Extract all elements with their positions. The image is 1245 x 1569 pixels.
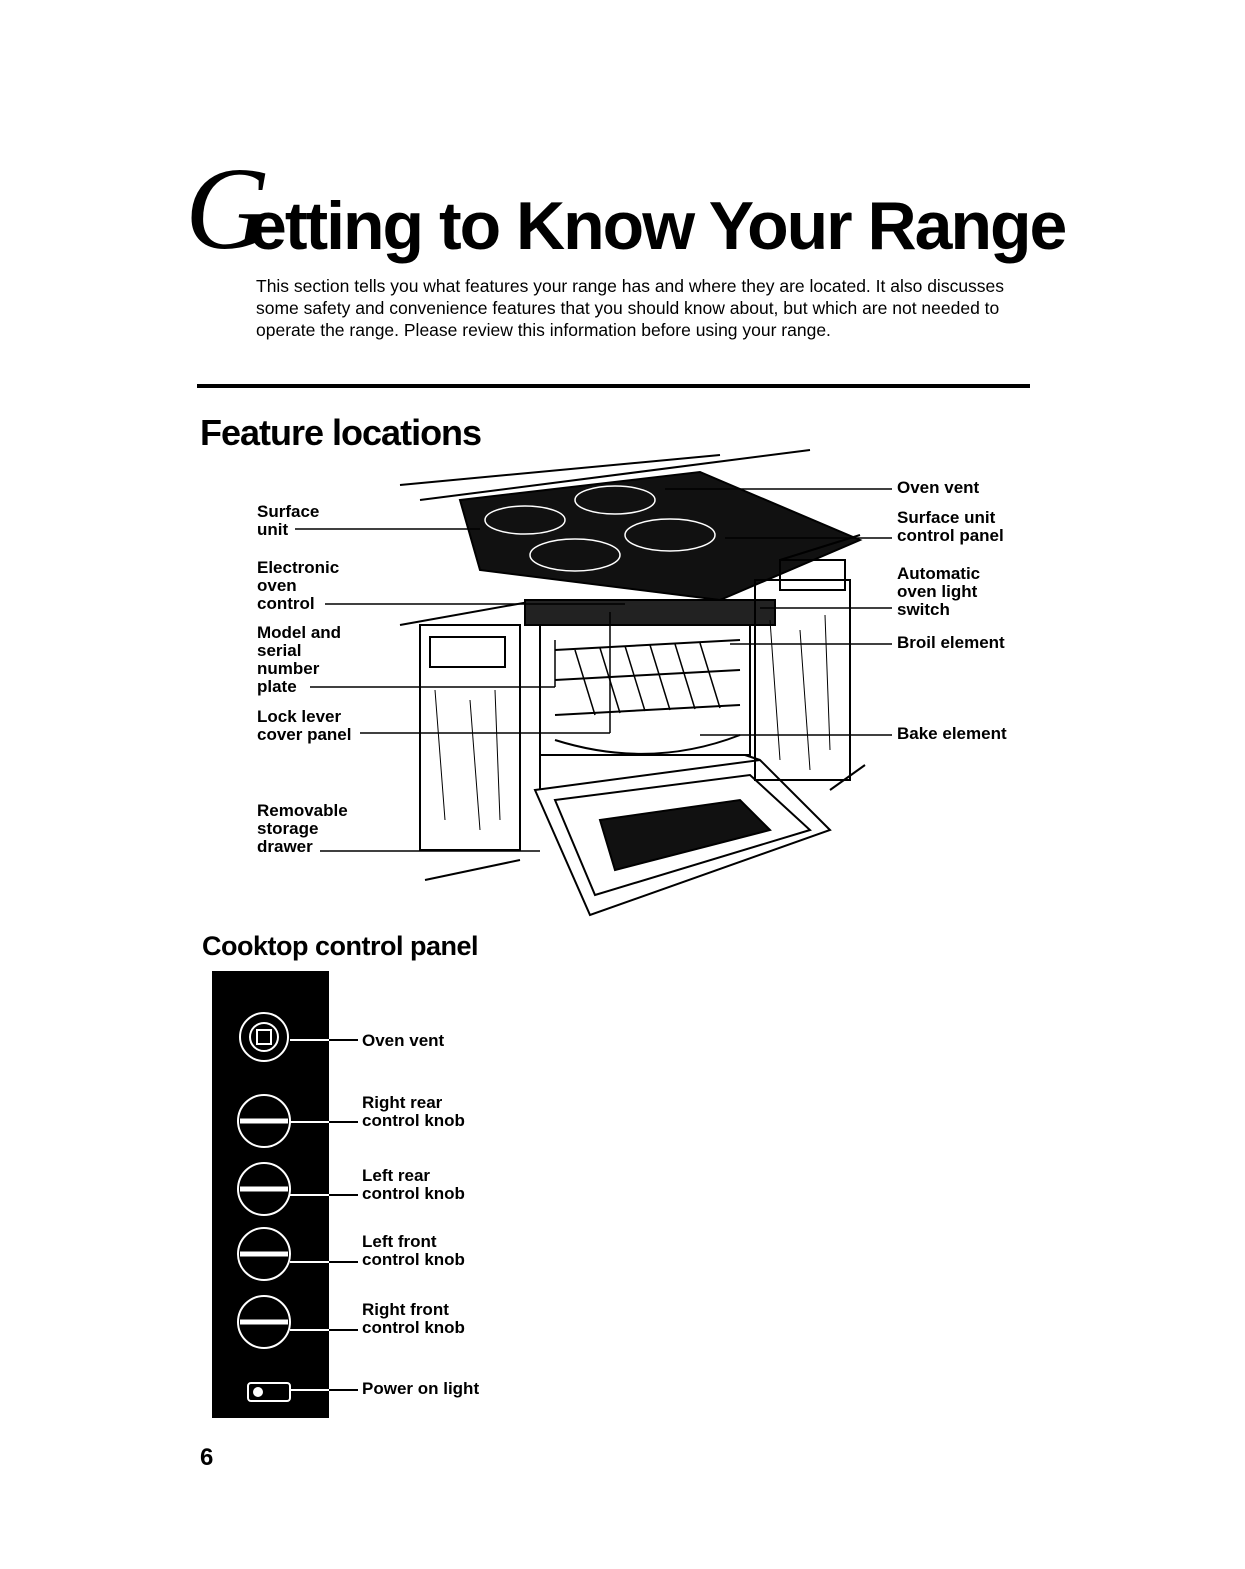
label-oven-light-switch: Automatic oven light switch [897, 564, 981, 619]
title-initial: G [185, 143, 270, 274]
label-model-serial-plate: Model and serial number plate [257, 623, 342, 696]
label-lock-lever-cover: Lock lever cover panel [257, 707, 352, 744]
title-text: etting to Know Your Range [249, 188, 1067, 264]
panel-label-right-front-knob: Right front control knob [362, 1300, 465, 1337]
page-title: G etting to Know Your Range [185, 150, 1085, 280]
panel-label-left-rear-knob: Left rear control knob [362, 1166, 465, 1203]
label-surface-unit-control-panel: Surface unit control panel [897, 508, 1004, 545]
label-electronic-oven-control: Electronic oven control [257, 558, 340, 613]
label-broil-element: Broil element [897, 633, 1005, 652]
feature-locations-heading: Feature locations [200, 412, 482, 453]
panel-label-left-front-knob: Left front control knob [362, 1232, 465, 1269]
panel-label-right-rear-knob: Right rear control knob [362, 1093, 465, 1130]
intro-paragraph: This section tells you what features you… [256, 276, 1005, 340]
label-bake-element: Bake element [897, 724, 1007, 743]
panel-label-oven-vent: Oven vent [362, 1031, 445, 1050]
label-oven-vent: Oven vent [897, 478, 980, 497]
section-divider [197, 384, 1030, 388]
page-number: 6 [200, 1444, 214, 1471]
label-storage-drawer: Removable storage drawer [257, 801, 348, 856]
panel-label-power-on-light: Power on light [362, 1379, 480, 1398]
label-surface-unit: Surface unit [257, 502, 320, 539]
cooktop-panel-heading: Cooktop control panel [202, 931, 479, 961]
